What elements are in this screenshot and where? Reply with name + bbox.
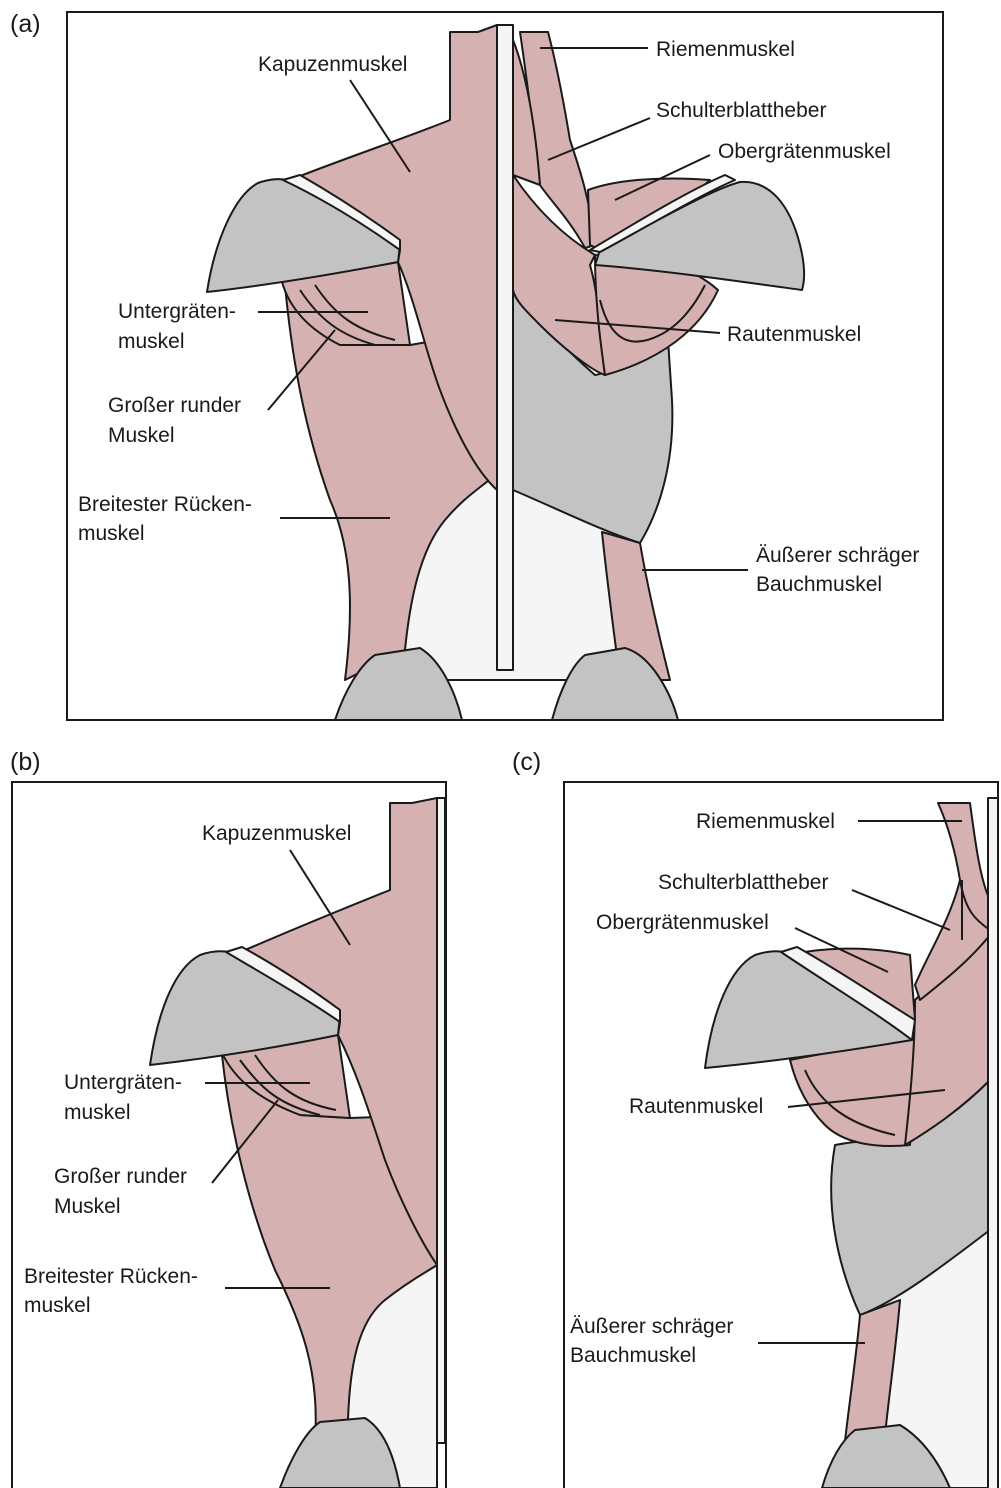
label-aeusserer-a-1: Äußerer schräger <box>756 544 919 567</box>
label-untergraeten-a-2: muskel <box>118 330 185 353</box>
label-breitester-b-2: muskel <box>24 1294 91 1317</box>
label-obergraetenmuskel-a: Obergrätenmuskel <box>718 140 891 163</box>
label-untergraeten-b-1: Untergräten- <box>64 1071 182 1094</box>
spine-c <box>988 798 998 1488</box>
label-grosser-runder-a-1: Großer runder <box>108 394 241 417</box>
panel-c-label: (c) <box>512 748 541 776</box>
label-untergraeten-a-1: Untergräten- <box>118 300 236 323</box>
label-grosser-runder-b-1: Großer runder <box>54 1165 187 1188</box>
label-kapuzenmuskel-a: Kapuzenmuskel <box>258 53 407 76</box>
label-breitester-b-1: Breitester Rücken- <box>24 1265 198 1288</box>
panel-c: (c) Riemen <box>512 748 1000 1488</box>
spine <box>497 25 513 670</box>
label-rautenmuskel-a: Rautenmuskel <box>727 323 861 346</box>
label-obergraetenmuskel-c: Obergrätenmuskel <box>596 911 769 934</box>
label-breitester-a-1: Breitester Rücken- <box>78 493 252 516</box>
label-schulterblattheber-c: Schulterblattheber <box>658 871 828 894</box>
label-untergraeten-b-2: muskel <box>64 1101 131 1124</box>
label-rautenmuskel-c: Rautenmuskel <box>629 1095 763 1118</box>
label-riemenmuskel-a: Riemenmuskel <box>656 38 795 61</box>
label-schulterblattheber-a: Schulterblattheber <box>656 99 826 122</box>
panel-b: (b) Kapuzenmuskel Untergräten- muskel Gr… <box>10 748 446 1488</box>
label-kapuzenmuskel-b: Kapuzenmuskel <box>202 822 351 845</box>
label-aeusserer-c-1: Äußerer schräger <box>570 1315 733 1338</box>
spine-b <box>437 798 445 1443</box>
label-riemenmuskel-c: Riemenmuskel <box>696 810 835 833</box>
label-grosser-runder-a-2: Muskel <box>108 424 175 447</box>
panel-a: (a) <box>10 10 943 720</box>
label-aeusserer-c-2: Bauchmuskel <box>570 1344 696 1367</box>
panel-a-label: (a) <box>10 10 41 38</box>
panel-b-label: (b) <box>10 748 41 776</box>
label-breitester-a-2: muskel <box>78 522 145 545</box>
label-aeusserer-a-2: Bauchmuskel <box>756 573 882 596</box>
label-grosser-runder-b-2: Muskel <box>54 1195 121 1218</box>
